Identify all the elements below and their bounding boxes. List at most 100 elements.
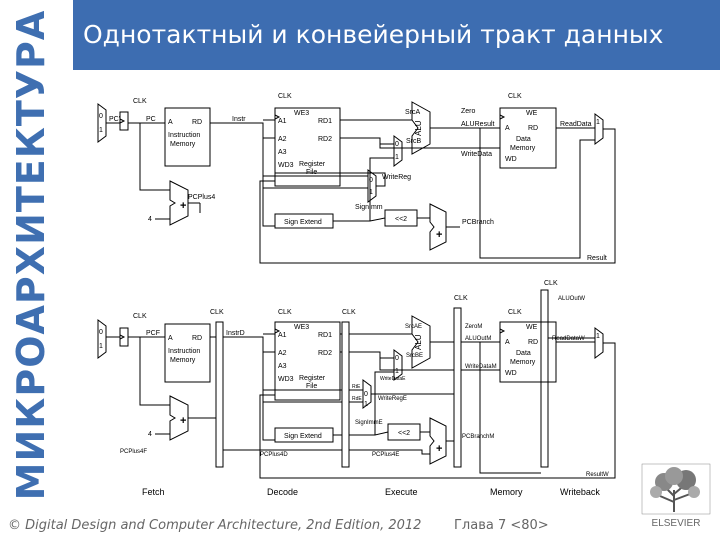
pipe-pcplus4-adder-plus: + — [180, 415, 186, 427]
pipe-clk-em: CLK — [454, 295, 468, 302]
dm-a-label: A — [505, 125, 510, 132]
pipe-a3-label: A3 — [278, 363, 287, 370]
result-mux-1: 1 — [596, 119, 600, 126]
stage-fetch: Fetch — [142, 487, 165, 497]
writedatae-label: WriteDataE — [380, 376, 406, 382]
aluoutw-label: ALUOutW — [558, 296, 585, 302]
slide-title: Однотактный и конвейерный тракт данных — [83, 20, 664, 49]
pipe-imem-name-2: Memory — [170, 357, 196, 364]
imem-a-label: A — [168, 119, 173, 126]
pipe-pc-mux-1: 1 — [99, 343, 103, 350]
elsevier-logo: ELSEVIER — [636, 462, 716, 532]
pc-prime-label: PC' — [109, 116, 120, 123]
rd1-label: RD1 — [318, 118, 332, 125]
writereg-mux-0: 0 — [369, 177, 373, 184]
a3-label: A3 — [278, 149, 287, 156]
writedatam-label: WriteDataM — [465, 364, 497, 370]
pcbranch-adder-plus: + — [436, 229, 442, 241]
pipe-shift-left-label: <<2 — [398, 430, 410, 437]
srcb-mux-1: 1 — [395, 154, 399, 161]
pipe-pcbranch-adder-plus: + — [436, 443, 442, 455]
footer-page-number: Глава 7 <80> — [454, 518, 549, 533]
resultw-label: ResultW — [586, 472, 609, 478]
shift-left-label: <<2 — [395, 216, 407, 223]
pipe-imem-rd: RD — [192, 335, 202, 342]
imem-name-1: Instruction — [168, 132, 200, 139]
pipe-dm-wd-label: WD — [505, 370, 517, 377]
pipe-srcb-mux-1: 1 — [395, 368, 399, 375]
pipe-rd1-label: RD1 — [318, 332, 332, 339]
zerom-label: ZeroM — [465, 324, 482, 330]
rte-label: RtE — [352, 384, 361, 390]
pipe-dm-a-label: A — [505, 339, 510, 346]
pcbranch-label: PCBranch — [462, 219, 494, 226]
pc-mux-1: 1 — [99, 127, 103, 134]
pc-label: PC — [146, 116, 156, 123]
side-title: МИКРОАРХИТЕКТУРА — [0, 0, 62, 510]
pipe-sign-extend-label: Sign Extend — [284, 433, 322, 440]
pipe-a2-label: A2 — [278, 350, 287, 357]
srcb-label: SrcB — [406, 138, 422, 145]
srca-label: SrcA — [405, 109, 421, 116]
alu-label: ALU — [414, 120, 423, 136]
imem-name-2: Memory — [170, 141, 196, 148]
aluresult-label: ALUResult — [461, 121, 495, 128]
dm-name-2: Memory — [510, 145, 536, 152]
signimm-label: SignImm — [355, 204, 383, 211]
rd2-label: RD2 — [318, 136, 332, 143]
we3-label: WE3 — [294, 110, 309, 117]
pcplus4e-label: PCPlus4E — [372, 452, 399, 458]
dm-we-label: WE — [526, 110, 538, 117]
datapath-diagram: + + + + CLK CLK CLK PC' PC A RD Instruct… — [97, 93, 616, 497]
pipe-dm-name-1: Data — [516, 350, 531, 357]
pipe-clk-de: CLK — [342, 309, 356, 316]
aluoutm-label: ALUOutM — [465, 336, 491, 342]
pc-mux-0: 0 — [99, 113, 103, 120]
pipe-const-four-label: 4 — [148, 431, 152, 438]
dm-rd-label: RD — [528, 125, 538, 132]
dm-name-1: Data — [516, 136, 531, 143]
publisher-name: ELSEVIER — [652, 518, 701, 529]
pcplus4f-label: PCPlus4F — [120, 449, 147, 455]
srcb-mux-0: 0 — [395, 141, 399, 148]
srcae-label: SrcAE — [405, 324, 422, 330]
pipe-result-mux-1: 1 — [596, 333, 600, 340]
pipe-alu-label: ALU — [414, 334, 423, 350]
side-title-text: МИКРОАРХИТЕКТУРА — [9, 9, 53, 501]
sign-extend-label: Sign Extend — [284, 219, 322, 226]
pcplus4d-label: PCPlus4D — [260, 452, 288, 458]
clk-label-rf: CLK — [278, 93, 292, 100]
imem-rd-label: RD — [192, 119, 202, 126]
pipe-we3-label: WE3 — [294, 324, 309, 331]
stage-writeback: Writeback — [560, 487, 600, 497]
stage-decode: Decode — [267, 487, 298, 497]
rde-label: RdE — [352, 396, 362, 402]
stage-memory: Memory — [490, 487, 523, 497]
stage-execute: Execute — [385, 487, 418, 497]
pcbranchm-label: PCBranchM — [462, 434, 494, 440]
instrd-label: InstrD — [226, 330, 245, 337]
pipe-imem-name-1: Instruction — [168, 348, 200, 355]
pipe-rd2-label: RD2 — [318, 350, 332, 357]
writereg-mux-1: 1 — [369, 189, 373, 196]
writerege-label: WriteRegE — [378, 396, 407, 402]
pipe-regfile-name-1: Register — [299, 375, 326, 382]
footer-copyright: © Digital Design and Computer Architectu… — [8, 518, 422, 533]
pipe-a1-label: A1 — [278, 332, 287, 339]
wd3-label: WD3 — [278, 162, 294, 169]
regfile-name-2: File — [306, 169, 317, 176]
instr-label: Instr — [232, 116, 246, 123]
clk-label-pc: CLK — [133, 98, 147, 105]
pipe-clk-mw: CLK — [544, 280, 558, 287]
pcf-label: PCF — [146, 330, 160, 337]
a2-label: A2 — [278, 136, 287, 143]
dm-wd-label: WD — [505, 156, 517, 163]
clk-label-dm: CLK — [508, 93, 522, 100]
pcplus4-label: PCPlus4 — [188, 194, 215, 201]
pipe-dm-we-label: WE — [526, 324, 538, 331]
pipe-wd3-label: WD3 — [278, 376, 294, 383]
title-bar: Однотактный и конвейерный тракт данных — [73, 0, 720, 70]
writereg-label: WriteReg — [382, 174, 411, 181]
a1-label: A1 — [278, 118, 287, 125]
pipe-writereg-mux-0: 0 — [364, 391, 368, 398]
